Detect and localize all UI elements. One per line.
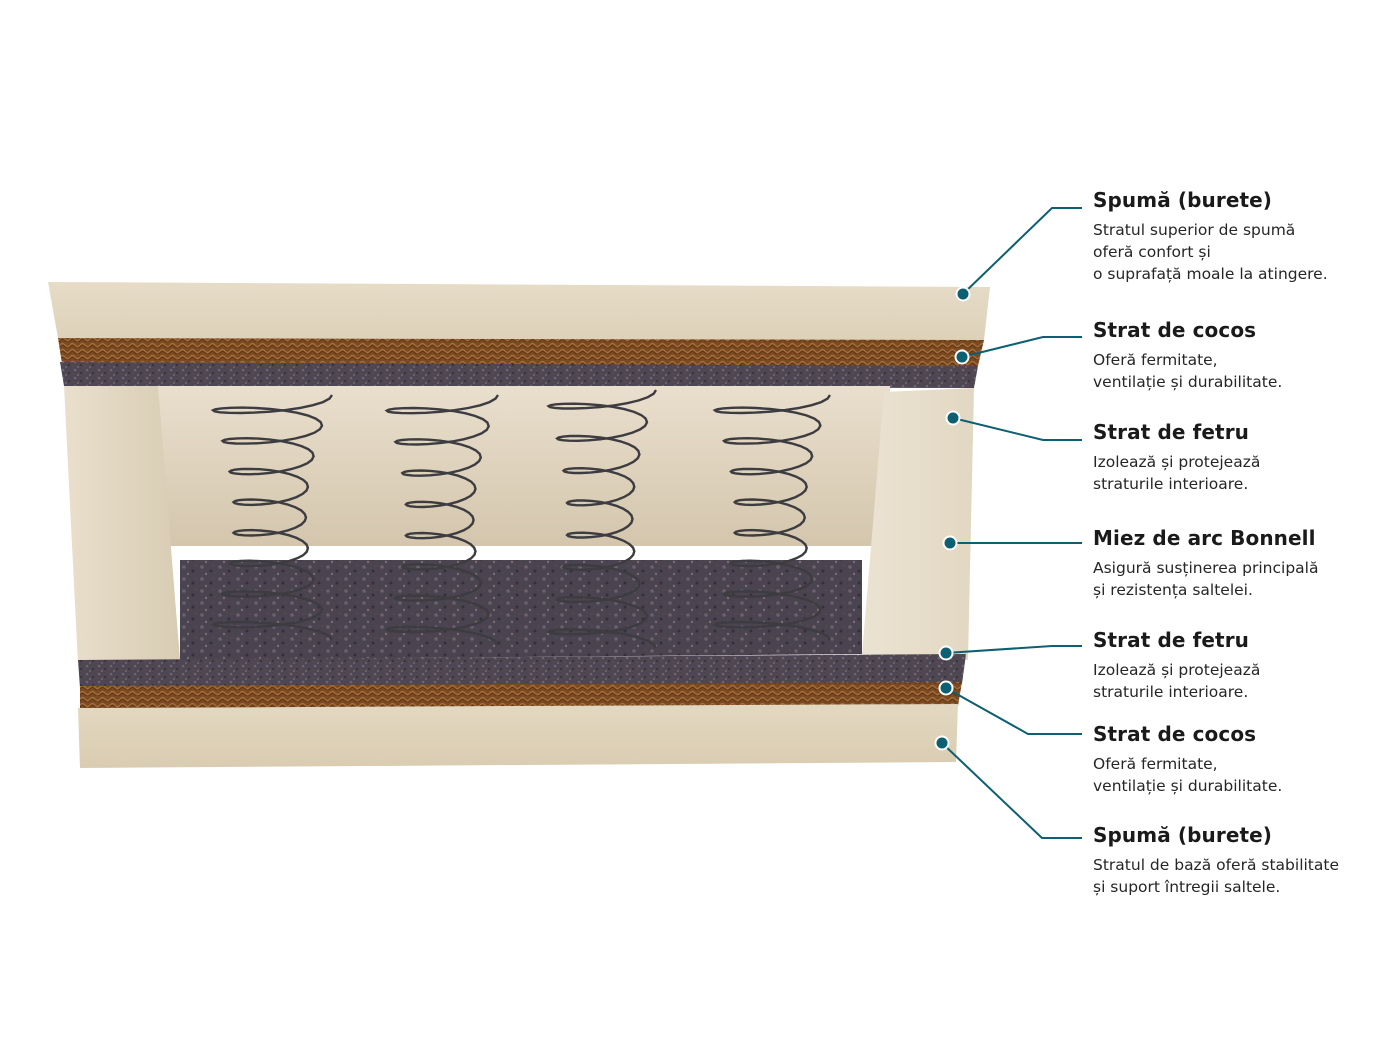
leader-dot [938,645,954,661]
callout-bottom-felt: Strat de fetru Izolează și protejează st… [1093,629,1393,703]
callout-bottom-foam: Spumă (burete) Stratul de bază oferă sta… [1093,824,1393,898]
top-foam-layer [48,282,990,340]
callout-title: Strat de fetru [1093,628,1250,652]
callout-top-foam: Spumă (burete) Stratul superior de spumă… [1093,189,1393,285]
spring-coil [384,394,499,646]
callout-title: Strat de cocos [1093,722,1257,746]
leader-line [962,207,1082,295]
spring-coil [546,389,658,649]
leader-line [945,687,1082,735]
spring-coil [210,394,333,641]
left-side-foam [64,386,180,664]
top-felt-layer [60,362,978,388]
callout-title: Spumă (burete) [1093,188,1273,212]
spring-coil [712,394,831,641]
callout-bottom-coconut: Strat de cocos Oferă fermitate, ventilaț… [1093,723,1393,797]
callout-title: Strat de fetru [1093,420,1250,444]
callout-title: Spumă (burete) [1093,823,1273,847]
bottom-coconut-layer [80,682,962,710]
leader-dot [934,735,950,751]
leader-line [961,336,1082,358]
callout-title: Strat de cocos [1093,318,1257,342]
bottom-felt-layer [78,654,966,688]
felt-floor [180,560,862,660]
callout-text: Izolează și protejează straturile interi… [1093,453,1261,493]
callout-title: Miez de arc Bonnell [1093,526,1316,550]
leader-dot [945,410,961,426]
right-side-foam [862,388,974,660]
leader-dot [938,680,954,696]
top-coconut-layer [58,338,984,366]
callout-text: Stratul de bază oferă stabilitate și sup… [1093,856,1339,896]
leader-dot [955,286,971,302]
callout-text: Stratul superior de spumă oferă confort … [1093,221,1328,283]
leader-dot [954,349,970,365]
callout-text: Oferă fermitate, ventilație și durabilit… [1093,755,1283,795]
leader-line [952,417,1082,441]
callout-text: Oferă fermitate, ventilație și durabilit… [1093,351,1283,391]
callout-text: Asigură susținerea principală și reziste… [1093,559,1319,599]
leader-line [945,645,1082,654]
callout-spring-core: Miez de arc Bonnell Asigură susținerea p… [1093,527,1393,601]
bonnell-springs [210,389,831,649]
leader-line [941,742,1082,839]
leader-lines [934,207,1082,839]
bottom-foam-layer [78,704,958,768]
callout-text: Izolează și protejează straturile interi… [1093,661,1261,701]
callout-top-felt: Strat de fetru Izolează și protejează st… [1093,421,1393,495]
leader-dot [942,535,958,551]
callout-top-coconut: Strat de cocos Oferă fermitate, ventilaț… [1093,319,1393,393]
